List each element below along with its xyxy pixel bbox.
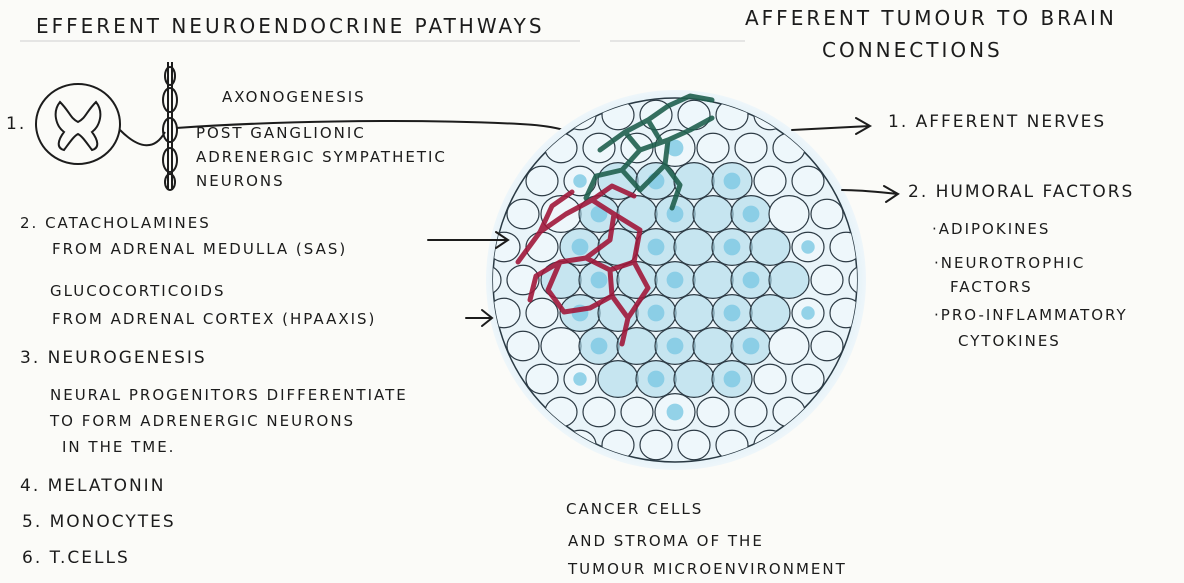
ganglion-chain-icon (163, 62, 177, 190)
cancer-cell (693, 328, 733, 365)
humoral-factors-label: 2. HUMORAL FACTORS (908, 182, 1134, 202)
cancer-cell (792, 364, 824, 393)
arrow-to-humoral-factors (842, 186, 898, 202)
cancer-cell (640, 430, 672, 459)
in-the-tme-label: IN THE TME. (62, 438, 175, 456)
cancer-cell (769, 328, 809, 365)
caption-stroma: AND STROMA OF THE (568, 532, 764, 550)
adrenal-cortex-label: FROM ADRENAL CORTEX (HPAaxis) (52, 310, 376, 328)
afferent-nerves-label: 1. AFFERENT NERVES (888, 112, 1106, 132)
cancer-cell (674, 295, 714, 332)
cancer-cell (697, 397, 729, 426)
cell-nucleus (648, 239, 665, 256)
left-title: EFFERENT NEUROENDOCRINE PATHWAYS (36, 14, 545, 38)
cancer-cell (697, 133, 729, 162)
cancer-cell (507, 331, 539, 360)
catecholamines-label: 2. CATACHOLAMINES (20, 214, 211, 232)
cell-nucleus (724, 239, 741, 256)
cancer-cell (754, 166, 786, 195)
spinal-cord-icon (36, 84, 120, 164)
adrenergic-neurons-label: TO FORM ADRENERGIC NEURONS (50, 412, 355, 430)
cancer-cell (811, 265, 843, 294)
pro-inflammatory-label: ·PRO-INFLAMMATORY (934, 306, 1128, 324)
cell-nucleus (667, 404, 684, 421)
preganglionic-fiber (120, 130, 165, 145)
cancer-cell (674, 229, 714, 266)
caption-cancer-cells: CANCER CELLS (566, 500, 703, 518)
adipokines-label: ·ADIPOKINES (932, 220, 1050, 238)
glucocorticoids-label: GLUCOCORTICOIDS (50, 282, 225, 300)
cancer-cell (583, 397, 615, 426)
cell-nucleus (667, 206, 684, 223)
cancer-cell (769, 262, 809, 299)
cell-nucleus (648, 371, 665, 388)
factors-label: FACTORS (950, 278, 1033, 296)
cancer-cell (735, 397, 767, 426)
cancer-cell (811, 331, 843, 360)
right-title-line-1: AFFERENT TUMOUR TO BRAIN (745, 6, 1117, 30)
cell-nucleus (724, 371, 741, 388)
cell-nucleus (801, 306, 814, 319)
cell-nucleus (743, 272, 760, 289)
cell-nucleus (648, 305, 665, 322)
cancer-cell (507, 199, 539, 228)
cancer-cell (469, 265, 501, 294)
efferent-item-1-number: 1. (6, 114, 26, 134)
cancer-cell (526, 298, 558, 327)
cancer-cell (792, 166, 824, 195)
caption-tumour-microenvironment: TUMOUR MICROENVIRONMENT (568, 560, 847, 578)
cell-nucleus (667, 272, 684, 289)
cancer-cell (693, 262, 733, 299)
right-title-line-2: CONNECTIONS (822, 38, 1003, 62)
cancer-cell (541, 328, 581, 365)
cancer-cell (754, 364, 786, 393)
post-ganglionic-label: POST GANGLIONIC (196, 124, 366, 142)
neurotrophic-label: ·NEUROTROPHIC (934, 254, 1085, 272)
arrow-to-afferent-nerves (792, 118, 870, 134)
cell-nucleus (667, 338, 684, 355)
cell-nucleus (743, 206, 760, 223)
cancer-cell (693, 196, 733, 233)
cancer-cell (735, 133, 767, 162)
cancer-cell (621, 397, 653, 426)
cancer-cell (678, 430, 710, 459)
cancer-cells (469, 100, 881, 459)
adrenergic-sympathetic-label: ADRENERGIC SYMPATHETIC (196, 148, 447, 166)
cancer-cell (526, 166, 558, 195)
cancer-cell (674, 361, 714, 398)
cancer-cell (769, 196, 809, 233)
arrow-glucocorticoids (466, 310, 492, 326)
cancer-cell (750, 295, 790, 332)
monocytes-label: 5. MONOCYTES (22, 512, 176, 532)
cancer-cell (811, 199, 843, 228)
axonogenesis-label: AXONOGENESIS (222, 88, 366, 106)
cell-nucleus (724, 173, 741, 190)
cell-nucleus (591, 272, 608, 289)
neurons-label: NEURONS (196, 172, 285, 190)
cell-nucleus (573, 372, 586, 385)
cancer-cell (526, 364, 558, 393)
cell-nucleus (801, 240, 814, 253)
t-cells-label: 6. T.CELLS (22, 548, 130, 568)
cell-nucleus (591, 338, 608, 355)
adrenal-medulla-label: FROM ADRENAL MEDULLA (SAS) (52, 240, 347, 258)
cell-nucleus (572, 239, 589, 256)
cancer-cell (750, 229, 790, 266)
neurogenesis-label: 3. NEUROGENESIS (20, 348, 207, 368)
neural-progenitors-label: NEURAL PROGENITORS DIFFERENTIATE (50, 386, 408, 404)
cell-nucleus (743, 338, 760, 355)
cell-nucleus (724, 305, 741, 322)
cell-nucleus (573, 174, 586, 187)
cancer-cell (598, 361, 638, 398)
melatonin-label: 4. MELATONIN (20, 476, 165, 496)
cytokines-label: CYTOKINES (958, 332, 1061, 350)
